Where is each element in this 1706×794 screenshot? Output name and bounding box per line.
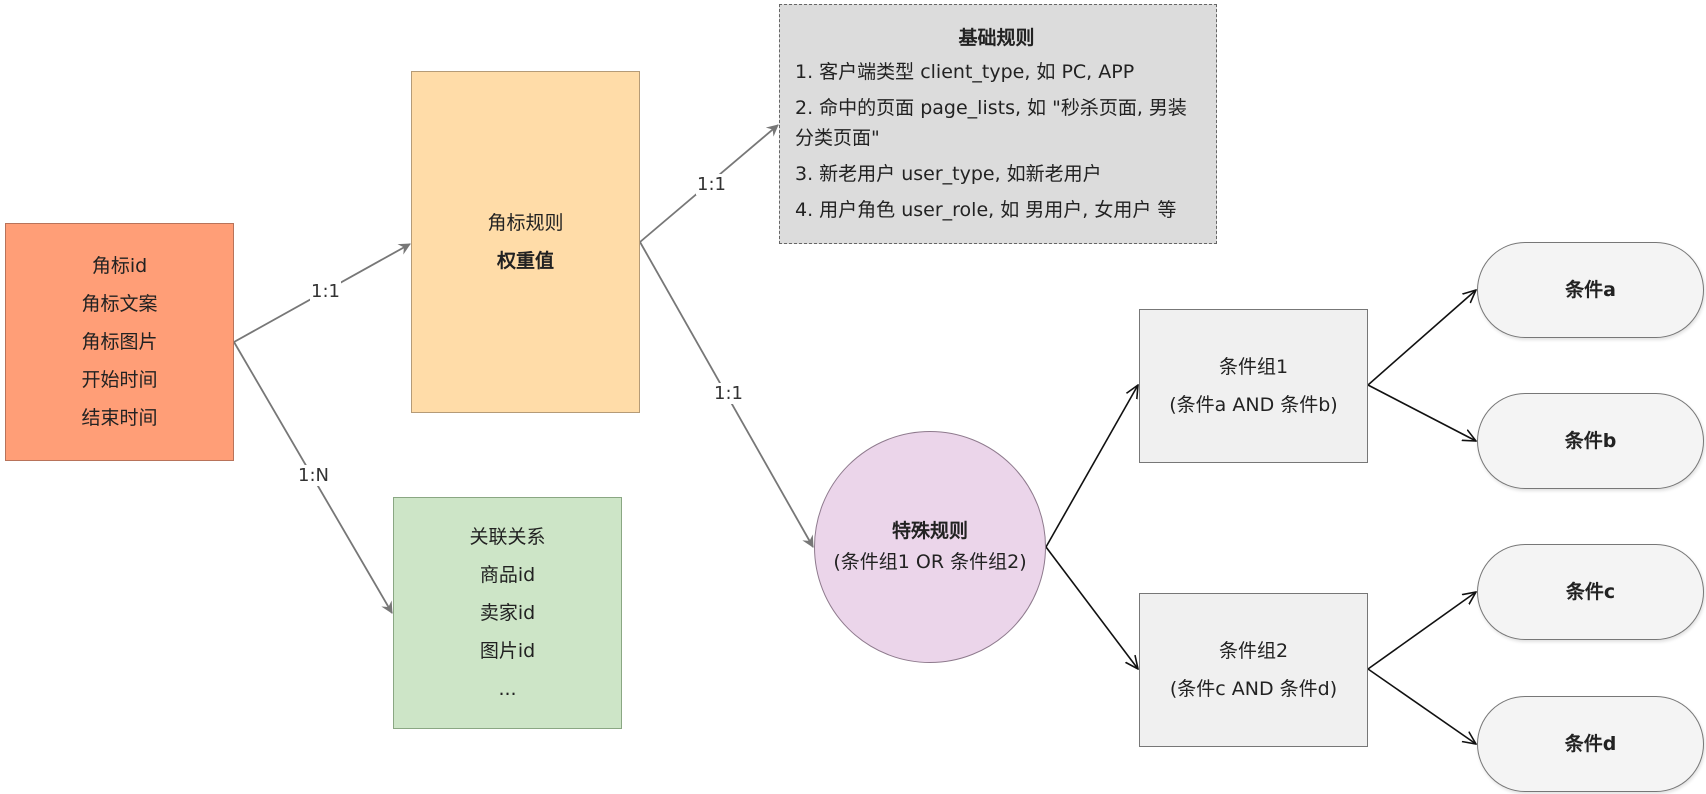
condition-b-node[interactable]: 条件b: [1477, 393, 1704, 489]
badge-rule-node[interactable]: 角标规则 权重值: [411, 71, 640, 413]
condition-c-node[interactable]: 条件c: [1477, 544, 1704, 640]
condition-d-node[interactable]: 条件d: [1477, 696, 1704, 792]
edge-label-badge-to-relation: 1:N: [297, 465, 330, 486]
badge-rule-weight: 权重值: [496, 250, 554, 272]
condition-group-expression: (条件a AND 条件b): [1169, 394, 1338, 416]
edge-group2-to-cond-c: [1367, 592, 1476, 670]
edge-label-rule-to-basic: 1:1: [696, 174, 727, 195]
special-rule-node[interactable]: 特殊规则 (条件组1 OR 条件组2): [814, 431, 1046, 663]
edge-group1-to-cond-a: [1367, 290, 1476, 386]
basic-rules-title: 基础规则: [958, 27, 1035, 49]
edge-group1-to-cond-b: [1367, 384, 1476, 441]
condition-group-title: 条件组1: [1218, 356, 1289, 378]
special-rule-title: 特殊规则: [891, 520, 968, 542]
badge-field: 角标id: [91, 255, 148, 277]
condition-label: 条件c: [1565, 581, 1616, 603]
badge-rule-title: 角标规则: [487, 212, 564, 234]
relation-field: 卖家id: [479, 602, 536, 624]
condition-group-title: 条件组2: [1218, 640, 1289, 662]
condition-group-2-node[interactable]: 条件组2 (条件c AND 条件d): [1139, 593, 1368, 747]
badge-entity-node[interactable]: 角标id 角标文案 角标图片 开始时间 结束时间: [5, 223, 234, 461]
basic-rules-node[interactable]: 基础规则 1. 客户端类型 client_type, 如 PC, APP 2. …: [779, 4, 1217, 244]
edge-group2-to-cond-d: [1367, 668, 1476, 744]
basic-rule-item: 1. 客户端类型 client_type, 如 PC, APP: [795, 61, 1135, 83]
edge-label-rule-to-special: 1:1: [713, 383, 744, 404]
edge-label-badge-to-rule: 1:1: [310, 281, 341, 302]
condition-label: 条件b: [1564, 430, 1617, 452]
relation-field: ...: [498, 678, 517, 700]
condition-a-node[interactable]: 条件a: [1477, 242, 1704, 338]
badge-field: 角标图片: [81, 331, 158, 353]
edge-special-to-group1: [1045, 385, 1138, 548]
condition-label: 条件a: [1565, 279, 1616, 301]
relation-field: 商品id: [479, 564, 536, 586]
basic-rule-item: 3. 新老用户 user_type, 如新老用户: [795, 163, 1102, 185]
special-rule-expression: (条件组1 OR 条件组2): [833, 551, 1027, 573]
badge-field: 开始时间: [81, 369, 158, 391]
relation-field: 图片id: [479, 640, 536, 662]
badge-field: 角标文案: [81, 293, 158, 315]
badge-field: 结束时间: [81, 407, 158, 429]
basic-rule-item: 2. 命中的页面 page_lists, 如 "秒杀页面, 男装分类页面": [795, 97, 1187, 149]
relation-node[interactable]: 关联关系 商品id 卖家id 图片id ...: [393, 497, 622, 729]
edge-special-to-group2: [1045, 546, 1138, 669]
condition-label: 条件d: [1564, 733, 1617, 755]
condition-group-expression: (条件c AND 条件d): [1169, 678, 1338, 700]
condition-group-1-node[interactable]: 条件组1 (条件a AND 条件b): [1139, 309, 1368, 463]
basic-rule-item: 4. 用户角色 user_role, 如 男用户, 女用户 等: [795, 199, 1177, 221]
relation-field: 关联关系: [469, 526, 546, 548]
